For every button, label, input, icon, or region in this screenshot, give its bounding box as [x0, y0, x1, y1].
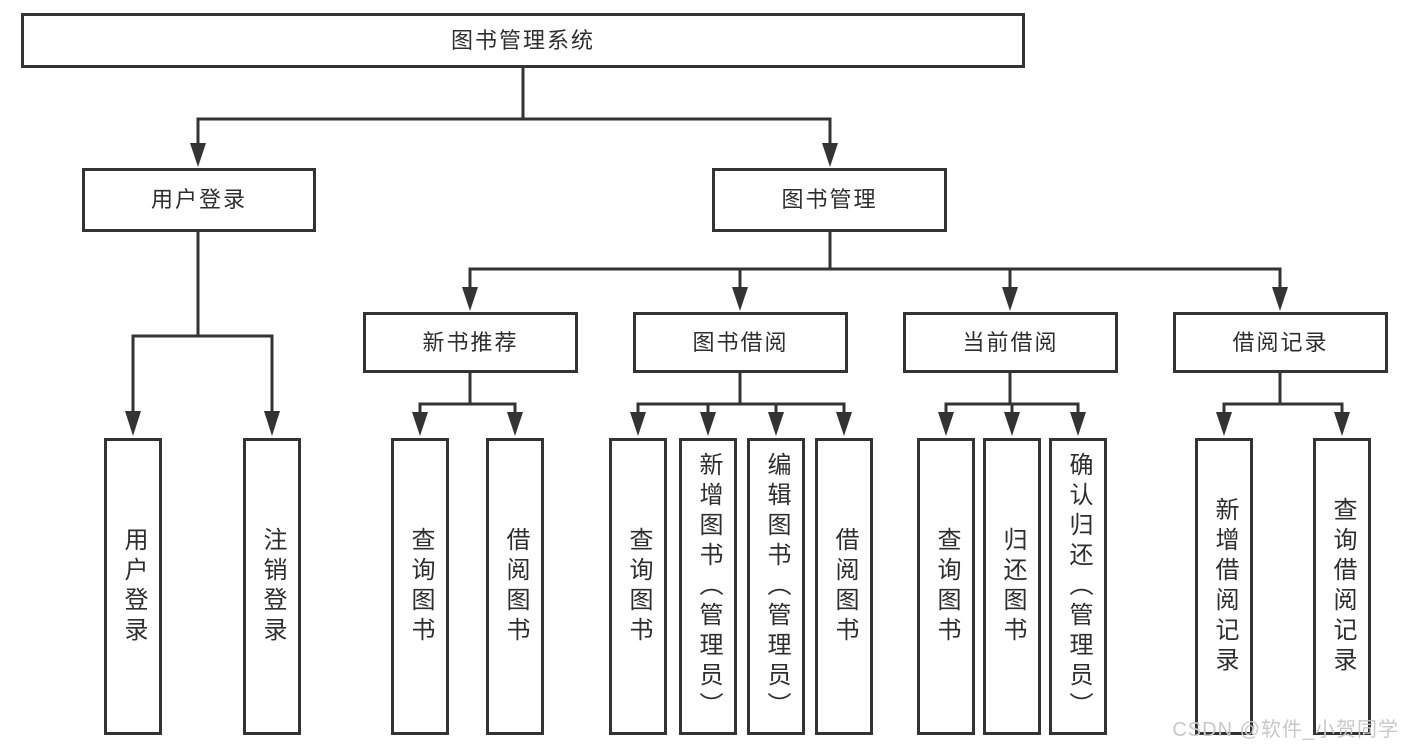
leaf-borrowing-query-books-label: 查询图书 — [625, 526, 652, 647]
leaf-recommend-query-books-label: 查询图书 — [407, 526, 434, 647]
leaf-logout: 注销登录 — [243, 438, 301, 735]
leaf-recommend-query-books: 查询图书 — [391, 438, 449, 735]
node-new-book-recommend-label: 新书推荐 — [422, 329, 519, 355]
node-user-login-label: 用户登录 — [150, 187, 247, 212]
leaf-recommend-borrow-books-label: 借阅图书 — [502, 526, 529, 647]
node-book-management-label: 图书管理 — [781, 187, 878, 212]
node-current-borrowing-label: 当前借阅 — [962, 329, 1059, 355]
leaf-borrowing-borrow-books-label: 借阅图书 — [831, 526, 858, 647]
node-user-login: 用户登录 — [82, 168, 316, 232]
leaf-records-query-record: 查询借阅记录 — [1313, 438, 1371, 735]
leaf-user-login-label: 用户登录 — [120, 526, 147, 647]
leaf-borrowing-add-books-admin-label: 新增图书（管理员） — [695, 451, 722, 722]
leaf-current-query-books-label: 查询图书 — [933, 526, 960, 647]
node-new-book-recommend: 新书推荐 — [363, 312, 578, 373]
leaf-logout-label: 注销登录 — [259, 526, 286, 647]
leaf-current-confirm-return-admin: 确认归还（管理员） — [1049, 438, 1107, 735]
node-borrowing-records-label: 借阅记录 — [1232, 329, 1329, 355]
node-book-borrowing-label: 图书借阅 — [692, 329, 789, 355]
leaf-records-add-record-label: 新增借阅记录 — [1211, 496, 1238, 677]
node-book-management: 图书管理 — [712, 168, 947, 232]
leaf-current-query-books: 查询图书 — [917, 438, 975, 735]
leaf-user-login: 用户登录 — [104, 438, 162, 735]
leaf-current-confirm-return-admin-label: 确认归还（管理员） — [1065, 451, 1092, 722]
leaf-borrowing-edit-books-admin-label: 编辑图书（管理员） — [763, 451, 790, 722]
leaf-borrowing-add-books-admin: 新增图书（管理员） — [679, 438, 737, 735]
leaf-borrowing-query-books: 查询图书 — [609, 438, 667, 735]
leaf-borrowing-borrow-books: 借阅图书 — [815, 438, 873, 735]
leaf-current-return-books-label: 归还图书 — [999, 526, 1026, 647]
leaf-records-query-record-label: 查询借阅记录 — [1329, 496, 1356, 677]
leaf-borrowing-edit-books-admin: 编辑图书（管理员） — [747, 438, 805, 735]
leaf-recommend-borrow-books: 借阅图书 — [486, 438, 544, 735]
node-book-borrowing: 图书借阅 — [633, 312, 848, 373]
csdn-watermark: CSDN @软件_小贺同学 — [1172, 719, 1399, 741]
node-borrowing-records: 借阅记录 — [1173, 312, 1388, 373]
node-current-borrowing: 当前借阅 — [903, 312, 1118, 373]
leaf-records-add-record: 新增借阅记录 — [1195, 438, 1253, 735]
leaf-current-return-books: 归还图书 — [983, 438, 1041, 735]
node-library-management-system-label: 图书管理系统 — [450, 27, 595, 53]
node-library-management-system: 图书管理系统 — [21, 13, 1025, 68]
